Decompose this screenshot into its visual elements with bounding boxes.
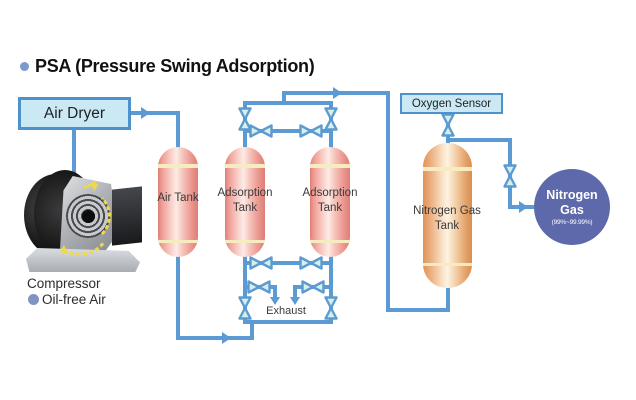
valve-icon	[249, 124, 273, 138]
pipe-segment	[243, 255, 247, 324]
adsorption-tank-1-label: Adsorption Tank	[217, 187, 273, 214]
tank-band	[225, 164, 265, 168]
tank-band	[423, 167, 472, 171]
pipe-segment	[243, 320, 333, 324]
pipe-segment	[282, 91, 286, 105]
pipe-segment	[446, 284, 450, 312]
nitrogen-gas-line1: Nitrogen	[546, 188, 598, 203]
valve-icon	[299, 256, 323, 270]
valve-icon	[299, 124, 323, 138]
nitrogen-gas-line2: Gas	[560, 202, 584, 217]
compressor-base	[26, 248, 140, 272]
pipe-segment	[273, 287, 277, 299]
valve-icon	[247, 280, 271, 294]
pipe-segment	[176, 336, 254, 340]
compressor-photo	[24, 166, 142, 272]
air-tank-label: Air Tank	[157, 192, 199, 204]
pipe-segment	[293, 287, 297, 299]
nitrogen-gas-purity: (99%~99.99%)	[551, 218, 593, 226]
tank-band	[225, 239, 265, 243]
pipe-segment	[448, 138, 512, 142]
tank-band	[310, 164, 350, 168]
pipe-segment	[243, 101, 333, 105]
compressor-label: Compressor	[27, 276, 101, 291]
bullet-icon	[28, 294, 39, 305]
oil-free-air-label: Oil-free Air	[42, 292, 106, 307]
valve-icon	[238, 107, 252, 131]
page-title-row: PSA (Pressure Swing Adsorption)	[20, 56, 315, 77]
adsorption-tank-2-label: Adsorption Tank	[302, 187, 358, 214]
exhaust-label: Exhaust	[266, 305, 306, 317]
air-dryer-box: Air Dryer	[18, 97, 131, 130]
flow-arrow-icon	[519, 201, 528, 213]
nitrogen-gas-product: Nitrogen Gas (99%~99.99%)	[534, 169, 610, 245]
pipe-segment	[176, 111, 180, 151]
pipe-segment	[329, 255, 333, 324]
compressor-spring-highlight	[60, 180, 111, 256]
valve-icon	[441, 113, 455, 137]
oxygen-sensor-label: Oxygen Sensor	[411, 97, 492, 110]
pipe-segment	[131, 111, 180, 115]
nitrogen-gas-tank-label: Nitrogen Gas Tank	[413, 205, 481, 232]
valve-icon	[301, 280, 325, 294]
pipe-segment	[176, 256, 180, 340]
pipe-segment	[243, 261, 333, 265]
valve-icon	[324, 296, 338, 320]
pipe-segment	[250, 320, 254, 340]
tank-band	[423, 262, 472, 266]
oil-free-air-row: Oil-free Air	[28, 292, 106, 307]
pipe-segment	[243, 129, 333, 133]
air-tank	[158, 147, 198, 257]
adsorption-tank-1	[225, 147, 265, 257]
flow-arrow-icon	[141, 107, 150, 119]
air-dryer-label: Air Dryer	[43, 104, 106, 122]
pipe-segment	[386, 91, 390, 312]
oxygen-sensor-box: Oxygen Sensor	[400, 93, 503, 114]
page-title: PSA (Pressure Swing Adsorption)	[35, 56, 315, 76]
exhaust-arrow-icon	[270, 297, 280, 305]
pipe-segment	[386, 308, 450, 312]
valve-icon	[503, 164, 517, 188]
flow-arrow-icon	[333, 87, 342, 99]
tank-band	[158, 164, 198, 168]
tank-band	[310, 239, 350, 243]
tank-band	[158, 239, 198, 243]
valve-icon	[249, 256, 273, 270]
exhaust-arrow-icon	[290, 297, 300, 305]
compressor-hub	[82, 210, 95, 223]
flow-arrow-icon	[222, 332, 231, 344]
pipe-segment	[72, 130, 76, 174]
valve-icon	[238, 296, 252, 320]
valve-icon	[324, 107, 338, 131]
adsorption-tank-2	[310, 147, 350, 257]
nitrogen-gas-tank	[423, 143, 472, 288]
bullet-icon	[20, 62, 29, 71]
